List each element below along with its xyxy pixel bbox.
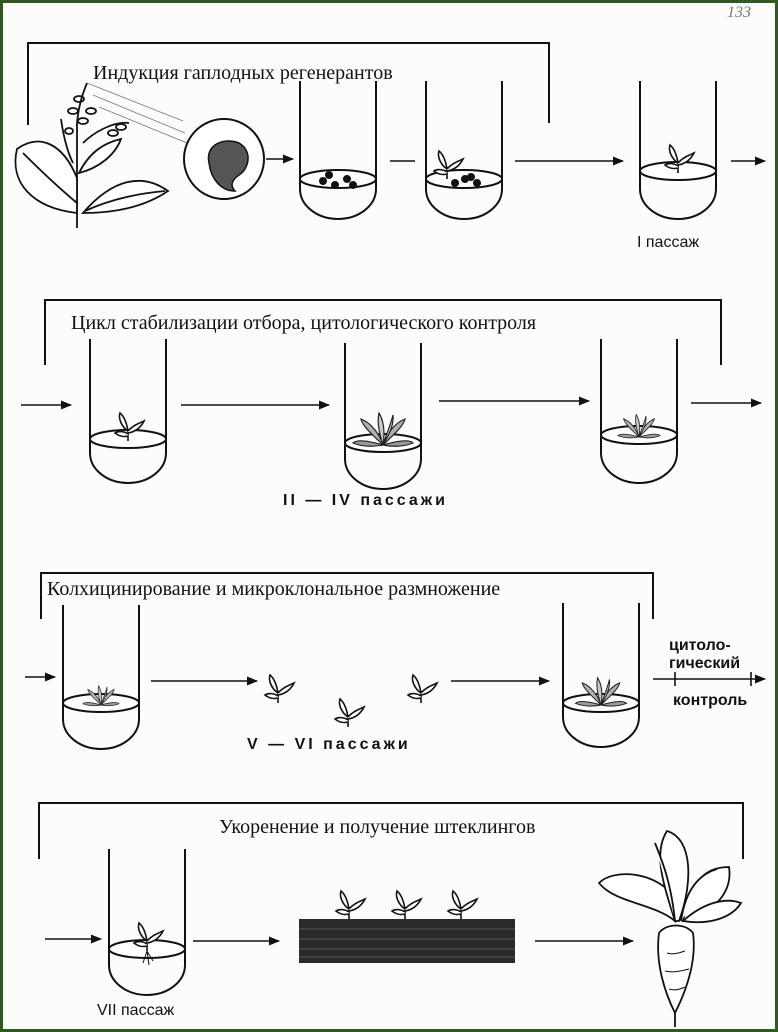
section-colchicine: Колхицинирование и микроклональное размн… (25, 573, 765, 753)
sugar-beet-steckling (599, 831, 741, 1027)
microclone-sprout (265, 675, 294, 703)
cytology-label-line-3: контроль (673, 692, 747, 709)
process-diagram: 133 Индукция гаплодных регенерантов (3, 3, 775, 1029)
section-3-caption: V — VI пассажи (247, 736, 411, 753)
section-1-caption: I пассаж (637, 234, 699, 251)
test-tube (640, 81, 716, 219)
cytology-label-line-2: гический (669, 655, 740, 672)
section-haploid-induction: Индукция гаплодных регенерантов (15, 43, 765, 251)
test-tube (300, 81, 376, 219)
microclone-sprout (335, 699, 364, 727)
test-tube (426, 81, 502, 219)
anther-culture (184, 119, 264, 199)
test-tube (345, 343, 421, 489)
section-2-caption: II — IV пассажи (283, 492, 448, 509)
section-stabilization: Цикл стабилизации отбора, цитологическог… (21, 300, 761, 509)
test-tube (63, 605, 139, 749)
test-tube (109, 849, 185, 995)
section-3-title: Колхицинирование и микроклональное размн… (47, 578, 500, 600)
section-4-caption: VII пассаж (97, 1002, 174, 1019)
cytology-label-line-1: цитоло- (669, 637, 731, 654)
soil-tray (299, 891, 515, 963)
section-1-title: Индукция гаплодных регенерантов (93, 62, 393, 84)
section-4-title: Укоренение и получение штеклингов (219, 816, 535, 838)
page-number: 133 (727, 4, 751, 21)
section-rooting: Укоренение и получение штеклингов (39, 803, 743, 1027)
microclone-sprout (408, 675, 437, 703)
test-tube (90, 339, 166, 483)
donor-plant (15, 83, 187, 228)
section-2-title: Цикл стабилизации отбора, цитологическог… (71, 312, 536, 334)
test-tube (563, 603, 639, 747)
test-tube (601, 339, 677, 483)
